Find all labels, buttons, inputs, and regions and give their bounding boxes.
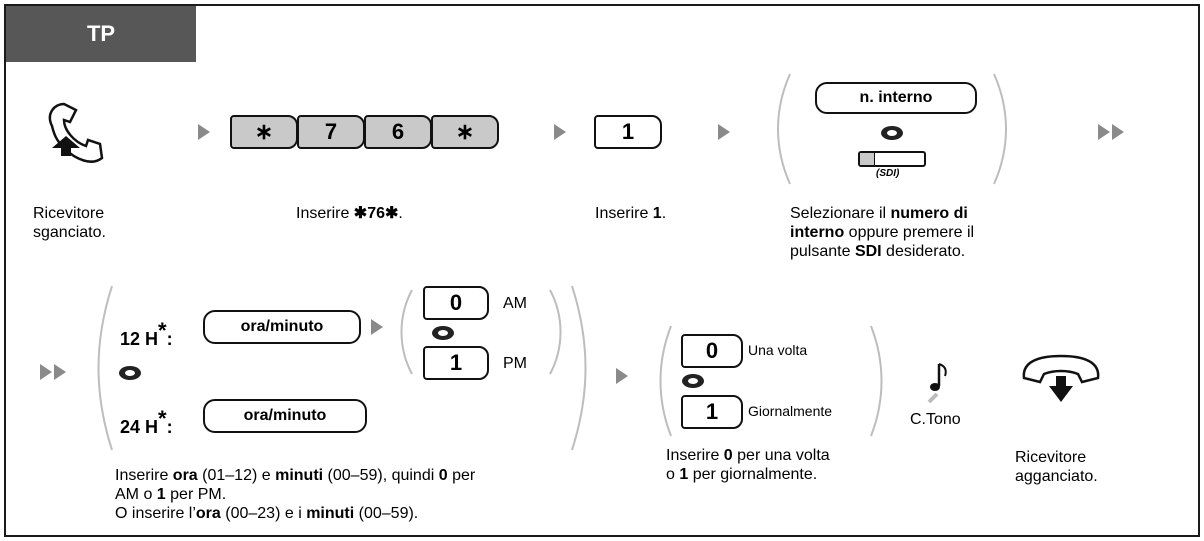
extension-number-key: n. interno bbox=[815, 82, 977, 114]
arrow-icon bbox=[718, 124, 730, 140]
or-icon bbox=[432, 326, 454, 340]
pm-key: 1 bbox=[423, 346, 489, 380]
star-key-2: ∗ bbox=[431, 115, 499, 149]
extension-parentheses bbox=[777, 73, 1007, 185]
h12-label: 12 H*: bbox=[120, 318, 173, 349]
confirmation-tone-icon bbox=[927, 363, 947, 404]
one-key: 1 bbox=[594, 115, 662, 149]
extension-caption: Selezionare il numero di interno oppure … bbox=[790, 205, 975, 260]
sdi-label: (SDI) bbox=[876, 168, 900, 179]
or-icon bbox=[119, 366, 141, 380]
tone-label: C.Tono bbox=[910, 411, 961, 428]
am-label: AM bbox=[503, 295, 527, 312]
am-key: 0 bbox=[423, 286, 489, 320]
time-caption: Inserire ora (01–12) e minuti (00–59), q… bbox=[115, 467, 476, 522]
tp-tab: TP bbox=[6, 6, 196, 62]
pm-label: PM bbox=[503, 355, 527, 372]
repeat-parentheses bbox=[659, 325, 883, 437]
repeat-caption: Inserire 0 per una volta o 1 per giornal… bbox=[666, 447, 830, 483]
handset-onhook-icon bbox=[1022, 354, 1100, 402]
once-label: Una volta bbox=[748, 342, 808, 358]
arrow-icon bbox=[198, 124, 210, 140]
seven-key: 7 bbox=[297, 115, 365, 149]
hour-minute-key-12h: ora/minuto bbox=[203, 310, 361, 344]
handset-offhook-icon bbox=[48, 102, 104, 163]
daily-label: Giornalmente bbox=[748, 403, 833, 419]
once-key: 0 bbox=[681, 334, 743, 368]
double-arrow-icon bbox=[40, 364, 66, 380]
double-arrow-icon bbox=[1098, 124, 1124, 140]
six-key: 6 bbox=[364, 115, 432, 149]
arrow-icon bbox=[616, 368, 628, 384]
or-icon bbox=[881, 126, 903, 140]
or-icon bbox=[682, 374, 704, 388]
hour-minute-key-24h: ora/minuto bbox=[203, 399, 367, 433]
arrow-icon bbox=[554, 124, 566, 140]
diagram-frame: TP bbox=[4, 4, 1200, 537]
h24-label: 24 H*: bbox=[120, 406, 173, 437]
sdi-button-icon bbox=[858, 151, 926, 167]
star-key: ∗ bbox=[230, 115, 298, 149]
offhook-caption: Ricevitore sganciato. bbox=[33, 205, 106, 241]
tp-tab-label: TP bbox=[86, 21, 116, 46]
time-parentheses bbox=[97, 285, 587, 451]
one-caption: Inserire 1. bbox=[595, 205, 667, 222]
arrow-icon bbox=[371, 319, 383, 335]
code-caption: Inserire ✱76✱. bbox=[296, 205, 403, 222]
daily-key: 1 bbox=[681, 395, 743, 429]
